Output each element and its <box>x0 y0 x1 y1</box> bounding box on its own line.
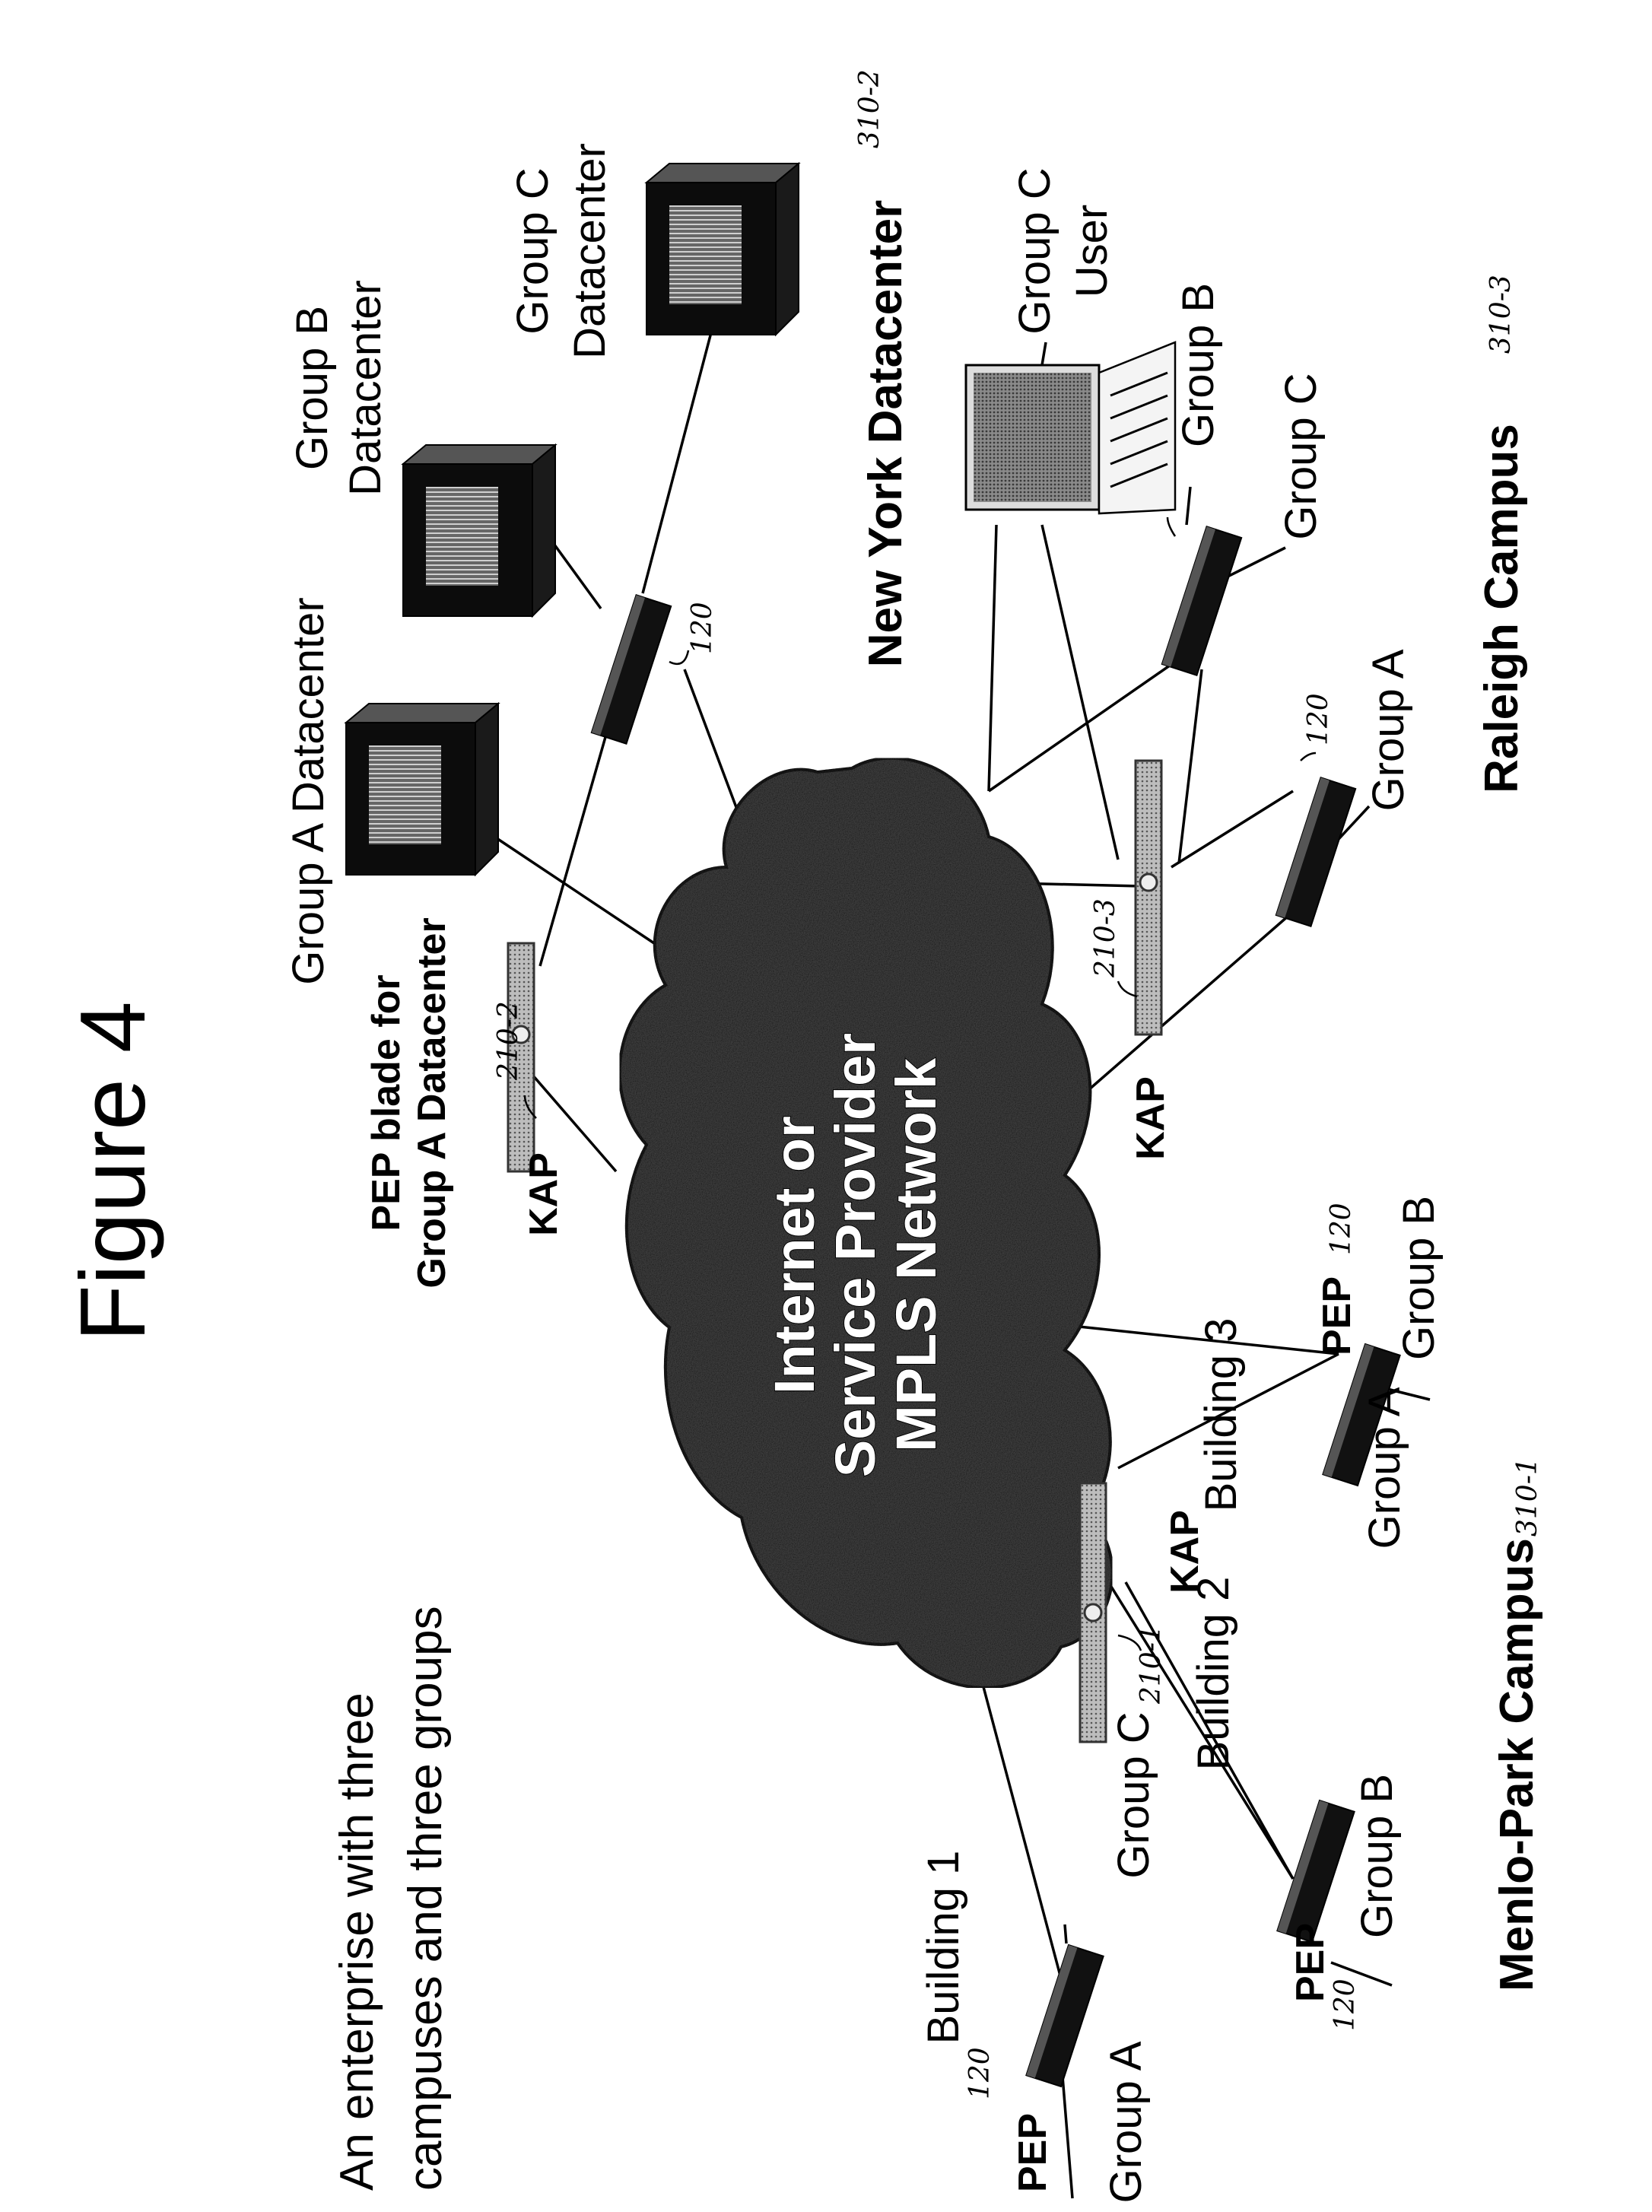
group-b-datacenter-server <box>403 445 555 616</box>
server-top <box>403 445 555 464</box>
pep-ref-b1: 120 <box>964 2047 996 2099</box>
figure-title: Figure 4 <box>61 1001 164 1342</box>
laptop-screen <box>974 373 1091 502</box>
intro-line-2: campuses and three groups <box>399 1606 452 2191</box>
laptop-keyboard <box>1099 342 1175 513</box>
building-1-label: Building 1 <box>919 1851 968 2045</box>
link-kap3-pep-r1 <box>1171 791 1293 867</box>
group-c-datacenter-line-2: Datacenter <box>565 143 615 359</box>
kap-ny-note-2: Group A Datacenter <box>410 917 454 1288</box>
new-york-datacenter-name: New York Datacenter <box>859 200 912 668</box>
pep-label-b3: PEP <box>1315 1276 1359 1355</box>
link-cloud-group-a-dc <box>494 837 654 943</box>
group-c-user-line-2: User <box>1067 205 1117 297</box>
kap-210-3 <box>1136 761 1161 1034</box>
server-top <box>346 704 498 723</box>
ref-hook-210-3 <box>1118 981 1137 996</box>
server-panel <box>426 487 498 586</box>
pep-ref-raleigh-1: 120 <box>1303 693 1334 745</box>
server-panel <box>369 745 441 844</box>
kap-210-1 <box>1080 1483 1106 1742</box>
b3-group-b: Group B <box>1394 1196 1444 1360</box>
server-side <box>532 445 555 616</box>
menlo-park-campus-name: Menlo-Park Campus <box>1491 1538 1543 1991</box>
pep-ref-b3: 120 <box>1326 1203 1357 1255</box>
b1-group-a: Group A <box>1101 2041 1151 2203</box>
group-a-datacenter-label: Group A Datacenter <box>284 597 333 984</box>
ref-hook-raleigh-pep-1 <box>1301 753 1316 761</box>
raleigh-campus-ref: 310-3 <box>1485 275 1517 354</box>
link-cloud-pep-b3 <box>1050 1324 1339 1354</box>
server-top <box>647 164 799 183</box>
pep-label-b1: PEP <box>1011 2113 1055 2192</box>
b1-group-c: Group C <box>1109 1711 1158 1878</box>
intro-line-1: An enterprise with three <box>331 1692 383 2191</box>
link-kap3-user <box>1042 525 1118 860</box>
pep-label-b2: PEP <box>1288 1923 1333 2002</box>
ref-hook-ny-pep <box>669 650 688 664</box>
link-kap3-pep-r2 <box>1179 669 1202 863</box>
group-a-datacenter-server <box>346 704 498 875</box>
user-leader-line <box>1042 342 1046 365</box>
group-c-user-line-1: Group C <box>1010 167 1060 334</box>
pep-ref-b2: 120 <box>1330 1978 1361 2031</box>
link-cloud-user <box>989 525 996 791</box>
cloud-line-1: Internet or <box>763 1116 826 1394</box>
raleigh-group-a: Group A <box>1364 649 1413 811</box>
kap-ny-note-1: PEP blade for <box>364 974 408 1231</box>
raleigh-group-b: Group B <box>1174 283 1223 447</box>
ref-210-2: 210-2 <box>493 1001 524 1081</box>
server-panel <box>669 205 742 304</box>
ref-hook-raleigh-pep-2 <box>1168 517 1175 536</box>
ref-210-3: 210-3 <box>1090 898 1121 978</box>
pep-raleigh-2 <box>1162 526 1241 675</box>
pep-raleigh-1 <box>1276 777 1355 926</box>
group-c-datacenter-server <box>647 164 799 335</box>
link-pep-r2-group-b <box>1187 487 1190 525</box>
pep-building-1 <box>1026 1945 1103 2086</box>
cloud-line-3: MPLS Network <box>885 1057 948 1452</box>
building-2-label: Building 2 <box>1189 1577 1238 1771</box>
new-york-datacenter-ref: 310-2 <box>854 69 885 148</box>
server-side <box>475 704 498 875</box>
kap-blade <box>1136 761 1161 1034</box>
link-kap1-pep-b1 <box>1065 1924 1066 1943</box>
raleigh-group-c: Group C <box>1276 373 1326 539</box>
link-kap2-pep <box>540 700 616 966</box>
pep-ref-ny: 120 <box>687 602 718 654</box>
group-b-datacenter-line-1: Group B <box>288 306 337 470</box>
server-side <box>776 164 799 335</box>
building-3-label: Building 3 <box>1196 1318 1246 1512</box>
ref-210-1: 210-1 <box>1136 1625 1167 1705</box>
group-b-datacenter-line-2: Datacenter <box>341 280 390 496</box>
kap-indicator <box>1085 1604 1101 1621</box>
pep-ny <box>592 595 671 744</box>
kap-label-raleigh: KAP <box>1129 1076 1173 1160</box>
b3-group-a: Group A <box>1360 1387 1409 1549</box>
cloud-line-2: Service Provider <box>824 1033 887 1477</box>
kap-indicator <box>1140 874 1157 891</box>
menlo-park-campus-ref: 310-1 <box>1512 1457 1543 1537</box>
kap-label-ny: KAP <box>522 1152 566 1236</box>
group-c-datacenter-line-1: Group C <box>508 167 558 334</box>
raleigh-campus-name: Raleigh Campus <box>1476 424 1528 793</box>
group-c-user-laptop <box>966 342 1175 513</box>
b2-group-b: Group B <box>1352 1774 1402 1938</box>
